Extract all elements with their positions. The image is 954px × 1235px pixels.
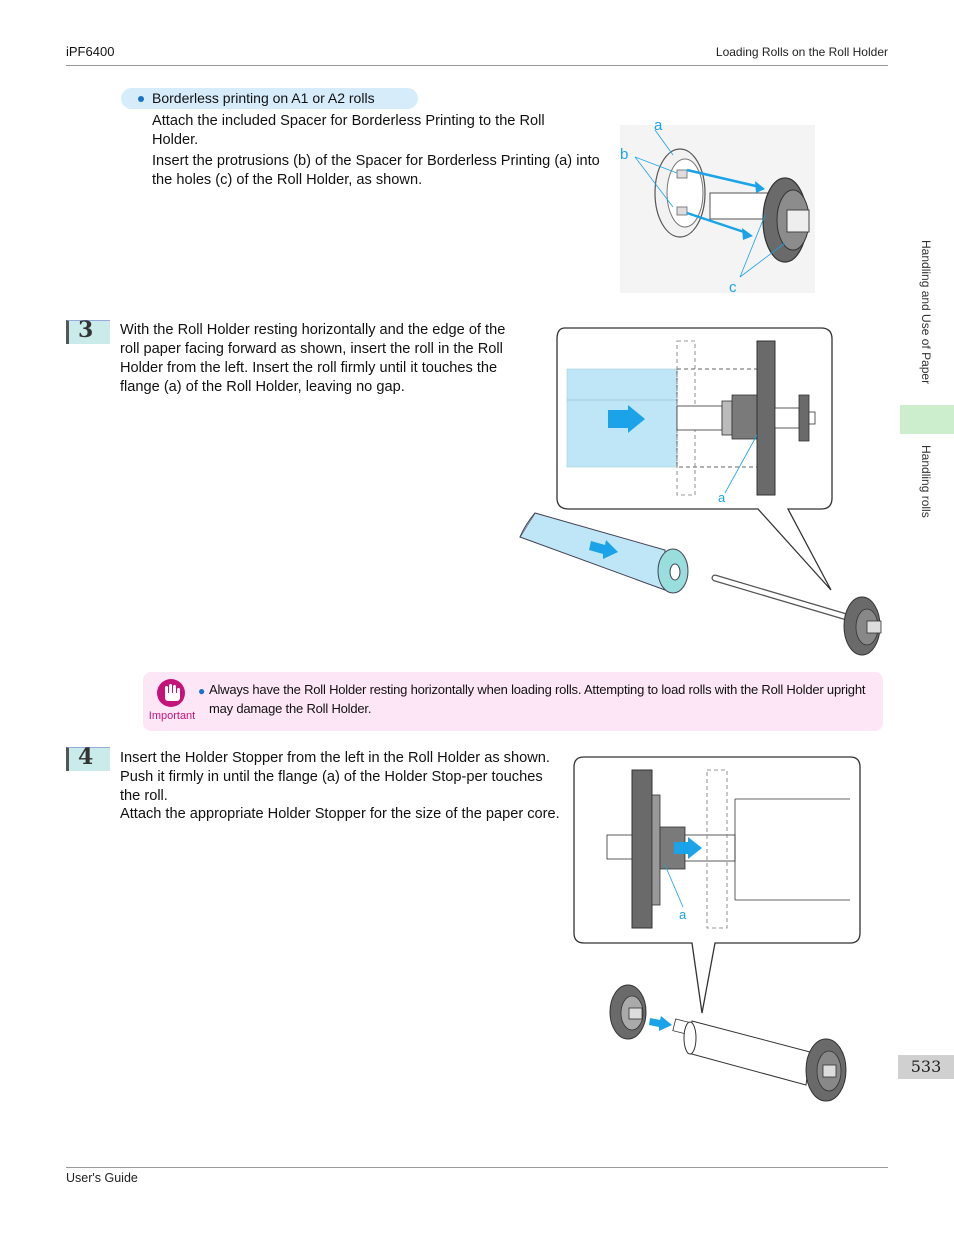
spacer-illustration: a b c — [620, 117, 815, 295]
footer-rule — [66, 1167, 888, 1168]
step4-fig-label-a: a — [679, 907, 687, 922]
important-hand-icon — [157, 679, 185, 707]
footer-text: User's Guide — [66, 1171, 138, 1185]
borderless-para-2: Insert the protrusions (b) of the Spacer… — [152, 153, 600, 188]
step-3-text: With the Roll Holder resting horizontall… — [120, 322, 506, 395]
sidebar-chapter: Handling and Use of Paper — [919, 240, 933, 385]
step3-fig-label-a: a — [718, 490, 726, 505]
important-bullet-icon: ● — [198, 684, 206, 698]
step-4-illustration: a — [573, 756, 861, 1102]
step-4-text-2: Attach the appropriate Holder Stopper fo… — [120, 806, 560, 822]
fig-label-a: a — [654, 117, 663, 134]
step-3-illustration: a — [519, 327, 882, 656]
page-number: 533 — [898, 1055, 954, 1079]
bullet-dot-icon — [138, 96, 144, 102]
borderless-bullet: Borderless printing on A1 or A2 rolls — [121, 88, 418, 109]
header-rule — [66, 65, 888, 66]
step-4-badge: 4 — [66, 744, 110, 771]
important-label: Important — [148, 710, 196, 722]
important-note — [143, 672, 883, 731]
sidebar-tab-marker — [900, 405, 954, 434]
borderless-para-1: Attach the included Spacer for Borderles… — [152, 113, 545, 148]
sidebar-section: Handling rolls — [919, 445, 933, 518]
important-text: Always have the Roll Holder resting hori… — [209, 682, 866, 716]
borderless-bullet-text: Borderless printing on A1 or A2 rolls — [152, 90, 375, 106]
header-section-title: Loading Rolls on the Roll Holder — [715, 45, 888, 59]
step-4-text-1: Insert the Holder Stopper from the left … — [120, 750, 550, 804]
fig-label-c: c — [729, 279, 737, 295]
fig-label-b: b — [620, 146, 628, 163]
step-4-number: 4 — [78, 744, 94, 770]
step-3-number: 3 — [78, 317, 94, 343]
header-product: iPF6400 — [66, 44, 115, 59]
step-3-badge: 3 — [66, 317, 110, 344]
